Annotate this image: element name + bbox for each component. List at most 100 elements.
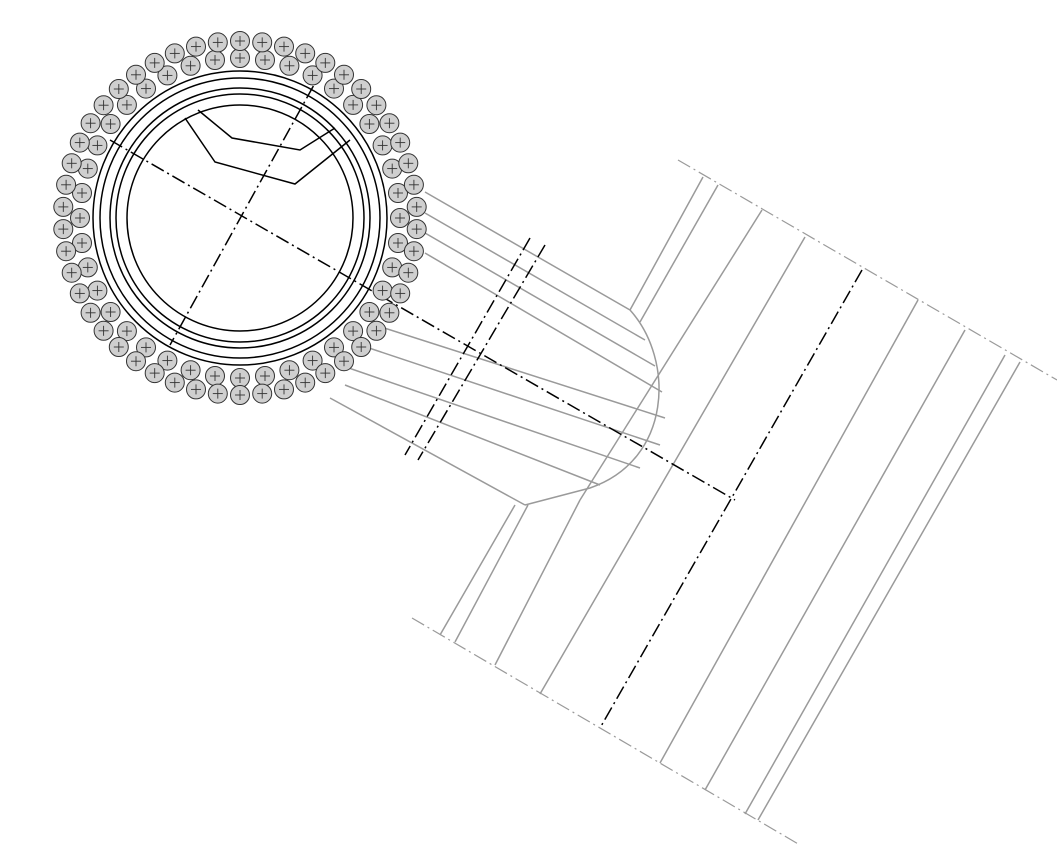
weld-bead (77, 257, 98, 278)
weld-bead (100, 302, 121, 322)
weld-bead (80, 113, 101, 134)
main-pipe (411, 159, 1057, 846)
weld-bead-ring (53, 31, 427, 405)
weld-bead (136, 78, 156, 99)
weld-bead (388, 183, 408, 203)
weld-bead (207, 32, 228, 53)
weld-bead (186, 379, 206, 400)
weld-bead (108, 337, 129, 357)
weld-bead (205, 50, 225, 70)
weld-bead (116, 94, 137, 115)
main-pipe-outer-wall-right-a (744, 354, 1006, 815)
weld-bead (180, 360, 201, 381)
main-pipe-outer-wall-left-a-lower (439, 504, 516, 636)
weld-bead (230, 368, 250, 388)
weld-bead (403, 174, 424, 195)
weld-bead (61, 262, 82, 283)
weld-bead (295, 43, 316, 64)
main-pipe-line-4 (579, 209, 763, 501)
weld-bead (53, 196, 74, 217)
weld-bead (230, 48, 250, 68)
weld-bead (324, 78, 344, 99)
weld-bead (295, 372, 316, 393)
branch-line-7 (339, 364, 641, 469)
main-pipe-line-2 (659, 299, 919, 764)
weld-bead (157, 65, 178, 86)
weld-bead (390, 208, 410, 228)
weld-bead (388, 233, 408, 253)
branch-line-2 (424, 212, 646, 341)
weld-bead (70, 208, 90, 228)
branch-break-line-b (417, 244, 546, 461)
main-pipe-centerline (599, 269, 863, 729)
weld-bead (87, 135, 108, 156)
weld-bead (252, 383, 273, 404)
weld-bead (315, 52, 336, 73)
weld-bead (302, 350, 323, 371)
weld-bead (379, 113, 400, 134)
weld-bead (252, 32, 273, 53)
weld-bead (186, 36, 206, 57)
section-ring-outer-1 (92, 70, 388, 366)
branch-centerline (109, 139, 736, 501)
weld-bead (351, 337, 372, 357)
section-ring-4 (115, 93, 365, 343)
weld-bead (108, 79, 129, 99)
weld-bead (72, 183, 92, 203)
weld-bead (207, 383, 228, 404)
main-pipe-outer-wall-right-b (757, 361, 1021, 821)
weld-bead (406, 219, 427, 240)
branch-line-bottom (329, 397, 526, 506)
weld-bead (398, 153, 419, 174)
main-pipe-outer-wall-left-b-upper (639, 184, 719, 323)
weld-bead (93, 95, 114, 116)
weld-bead (87, 280, 108, 301)
section-ring-inner (126, 104, 354, 332)
weld-bead (334, 351, 354, 372)
weld-bead (274, 36, 294, 57)
branch-line-5 (374, 324, 666, 419)
weld-bead (230, 31, 250, 51)
weld-bead (157, 350, 178, 371)
weld-bead (274, 379, 294, 400)
weld-bead (72, 233, 92, 253)
circular-section (53, 31, 427, 405)
weld-bead (359, 114, 380, 134)
main-pipe-bottom-break-line (411, 617, 801, 846)
section-centerline-vertical (169, 64, 326, 346)
weld-bead (255, 366, 275, 386)
weld-bead (164, 43, 185, 64)
main-pipe-line-1 (704, 329, 966, 791)
branch-line-6 (359, 344, 661, 446)
weld-bead (69, 283, 90, 304)
weld-bead (351, 79, 372, 99)
weld-bead (164, 372, 185, 393)
section-ring-outer-2 (99, 77, 381, 359)
weld-bead (398, 262, 419, 283)
weld-bead (343, 321, 364, 342)
branch-intersection-curve (524, 309, 660, 506)
branch-line-top (424, 191, 631, 311)
weld-bead (93, 320, 114, 341)
weld-bead (69, 132, 90, 153)
weld-bead (126, 64, 146, 85)
weld-bead (144, 363, 165, 384)
weld-bead (324, 337, 344, 358)
weld-bead (406, 196, 427, 217)
weld-bead (56, 174, 77, 195)
weld-bead (56, 241, 77, 262)
main-pipe-line-4b (494, 499, 581, 666)
weld-bead (80, 302, 101, 323)
weld-bead (315, 363, 336, 384)
branch-line-4 (424, 252, 663, 393)
weld-bead (255, 50, 275, 70)
weld-bead (390, 132, 411, 153)
weld-bead (136, 337, 156, 358)
weld-bead (53, 219, 74, 240)
weld-bead (372, 135, 393, 156)
weld-bead (279, 55, 300, 76)
weld-bead (126, 351, 146, 372)
weld-bead (279, 360, 300, 381)
main-pipe-outer-wall-left-b-lower (454, 504, 529, 643)
